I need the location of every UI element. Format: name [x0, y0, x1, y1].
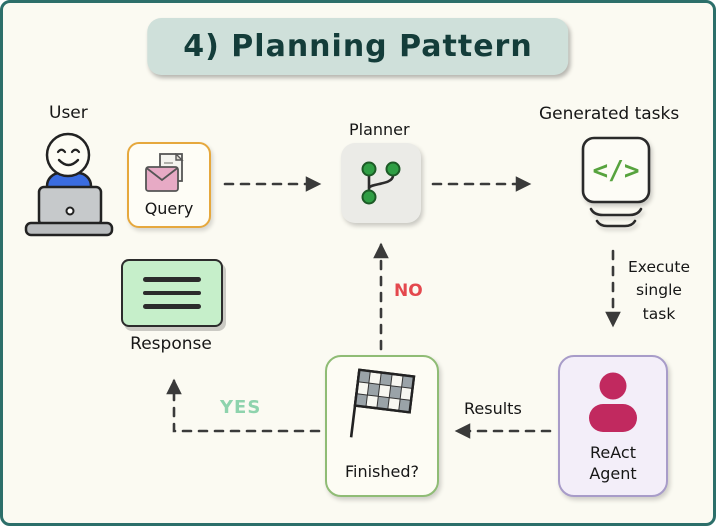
branch-node-1: [361, 161, 377, 177]
git-branch-icon: [361, 161, 401, 205]
react-agent-label: ReAct Agent: [589, 443, 637, 484]
finished-node: Finished?: [325, 355, 439, 497]
user-at-laptop-icon: [21, 129, 117, 243]
branch-node-3: [361, 189, 377, 205]
no-label: NO: [394, 281, 423, 301]
user-figure-svg: [24, 132, 114, 237]
letter-fold: [175, 153, 184, 161]
user-eye-left: [56, 148, 67, 154]
laptop-screen: [37, 185, 103, 227]
stack-line-1: [589, 207, 643, 217]
user-eye-right: [70, 148, 81, 154]
stack-line-2: [595, 219, 637, 228]
code-card: [581, 136, 651, 204]
planner-label: Planner: [349, 120, 410, 139]
query-node: Query: [127, 142, 211, 228]
flag-border: [353, 368, 416, 414]
query-label: Query: [144, 199, 194, 219]
branch-node-2: [385, 161, 401, 177]
response-text-line: [143, 277, 201, 282]
envelope-flap: [145, 167, 179, 182]
query-envelope-icon: [145, 153, 184, 192]
laptop-logo: [65, 206, 75, 216]
execute-single-task-label: Execute single task: [628, 258, 690, 323]
page-title: 4) Planning Pattern: [147, 18, 569, 75]
response-text-line: [143, 304, 201, 309]
agent-head: [599, 372, 627, 400]
response-label: Response: [130, 334, 212, 354]
response-node: [121, 259, 223, 327]
agent-body: [589, 404, 637, 432]
branch-curve: [367, 175, 395, 189]
yes-label: YES: [220, 397, 262, 418]
code-stack-svg: </>: [581, 136, 651, 228]
user-smile: [57, 158, 80, 167]
checkered-flag-icon: [349, 368, 416, 438]
flag-group: [349, 368, 416, 438]
generated-tasks-label: Generated tasks: [539, 104, 680, 124]
results-label: Results: [464, 399, 522, 418]
agent-person-icon: [589, 372, 637, 432]
react-agent-node: ReAct Agent: [558, 355, 668, 497]
user-label: User: [49, 103, 88, 123]
planner-node: [341, 143, 421, 223]
user-head: [45, 132, 91, 178]
response-text-line: [143, 290, 201, 296]
finished-label: Finished?: [344, 462, 420, 482]
generated-tasks-code-icon: </>: [579, 134, 653, 232]
laptop-base: [24, 221, 114, 237]
code-glyph: </>: [593, 156, 640, 186]
